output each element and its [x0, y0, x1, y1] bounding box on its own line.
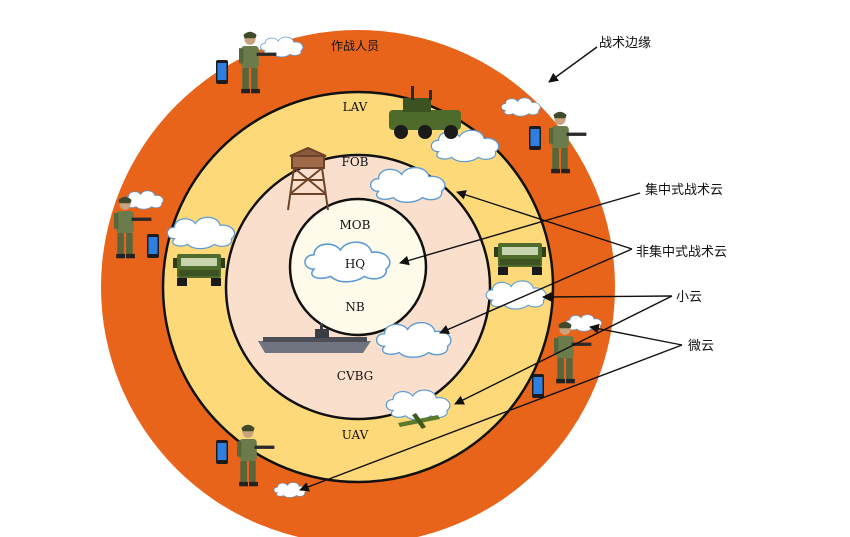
annotation-decentralized-cloud: 非集中式战术云 — [636, 245, 728, 260]
lav-vehicle-icon-top — [389, 86, 461, 139]
phone-icon-right-top — [529, 126, 541, 150]
zone-label-hq: HQ — [344, 257, 366, 271]
carrier-ship-icon — [258, 323, 371, 353]
zone-label-mob: MOB — [339, 218, 371, 232]
zone-label-uav: UAV — [341, 428, 369, 442]
phone-icon-top — [216, 60, 228, 84]
centralized-cloud-arrow — [399, 192, 641, 266]
zone-label-lav: LAV — [342, 100, 368, 114]
small-cloud-arrow-1 — [542, 292, 673, 302]
small-cloud-arrow-2 — [454, 295, 673, 405]
annotation-small-cloud: 小云 — [676, 290, 703, 305]
phone-icon-left — [147, 234, 159, 258]
annotation-tactical-edge: 战术边缘 — [599, 36, 652, 51]
micro-cloud-arrow-2 — [299, 344, 683, 492]
tactical-edge-arrow — [548, 46, 598, 83]
phone-icon-bottom — [216, 440, 228, 464]
zone-label-nb: NB — [345, 300, 365, 314]
annotation-micro-cloud: 微云 — [688, 339, 715, 354]
zone-label-cvbg: CVBG — [336, 369, 374, 383]
decentralized-cloud-arrow-1 — [456, 190, 633, 250]
annotation-centralized-cloud: 集中式战术云 — [645, 183, 724, 198]
uav-icon — [398, 413, 440, 429]
decentralized-cloud-arrow-2 — [439, 248, 633, 334]
zone-label-personnel: 作战人员 — [330, 39, 380, 53]
phone-icon-right-bottom — [532, 374, 544, 398]
zone-label-fob: FOB — [341, 155, 369, 169]
watchtower-icon — [287, 146, 329, 211]
micro-cloud-arrow-1 — [589, 323, 683, 346]
